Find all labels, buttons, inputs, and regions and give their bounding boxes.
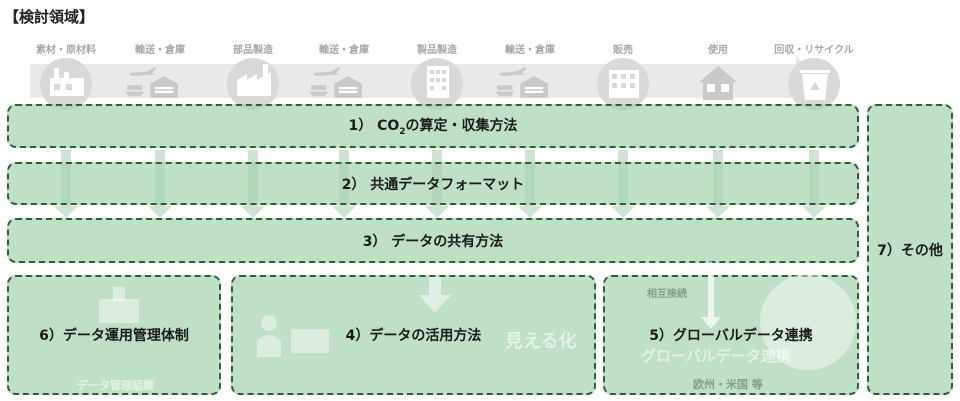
plane-ship-warehouse-icon — [494, 60, 548, 106]
plane-ship-warehouse-icon — [124, 60, 178, 106]
area-3-data-sharing: 3） データの共有方法 — [7, 218, 859, 263]
stage-label-transport-1: 輸送・倉庫 — [135, 45, 185, 56]
stage-label-parts: 部品製造 — [233, 45, 273, 56]
area-1-label: 1） CO2の算定・収集方法 — [348, 118, 518, 137]
stage-label-transport-2: 輸送・倉庫 — [319, 45, 369, 56]
area-1-co2-calculation: 1） CO2の算定・収集方法 — [7, 104, 859, 148]
bidirectional-arrow-icon — [701, 261, 721, 329]
area-3-label: 3） データの共有方法 — [362, 233, 504, 250]
area-5-label: 5）グローバルデータ連携 — [649, 328, 813, 344]
building-icon — [411, 60, 465, 106]
area-4-data-utilization: 4）データの活用方法 見える化 — [231, 275, 596, 395]
building-icon — [99, 287, 139, 323]
area-5-global-data-link: 相互接続 5）グローバルデータ連携 グローバルデータ連携 欧州・米国 等 — [603, 261, 859, 395]
visualize-label: 見える化 — [505, 331, 577, 352]
global-link-label: グローバルデータ連携 — [641, 347, 791, 365]
down-arrow-icon — [419, 277, 451, 313]
house-icon — [691, 60, 745, 106]
stage-label-transport-3: 輸送・倉庫 — [505, 45, 555, 56]
area-6-data-governance: 6）データ運用管理体制 データ管理組織 — [7, 275, 221, 395]
stage-label-sales: 販売 — [613, 45, 633, 56]
stage-label-materials: 素材・原材料 — [36, 45, 96, 56]
area-7-other: 7）その他 — [867, 104, 953, 395]
area-4-label: 4）データの活用方法 — [345, 328, 482, 344]
person-computer-icon — [257, 315, 329, 357]
globe-icon — [760, 274, 856, 370]
regions-label: 欧州・米国 等 — [693, 378, 763, 391]
plane-ship-warehouse-icon — [308, 60, 362, 106]
page-title: 【検討領域】 — [4, 8, 95, 26]
factory-icon — [227, 60, 281, 106]
area-7-label: 7）その他 — [877, 242, 943, 259]
interconnect-label: 相互接続 — [647, 289, 687, 300]
recycle-bin-icon — [788, 60, 842, 106]
stage-label-product: 製品製造 — [417, 45, 457, 56]
area-6-label: 6）データ運用管理体制 — [39, 328, 189, 344]
store-icon — [597, 60, 651, 106]
area-2-common-data-format: 2） 共通データフォーマット — [7, 162, 859, 205]
stage-label-use: 使用 — [708, 45, 728, 56]
stage-label-recycle: 回収・リサイクル — [774, 45, 854, 56]
factory-icon — [40, 60, 94, 106]
data-org-label: データ管理組織 — [77, 379, 154, 392]
area-2-label: 2） 共通データフォーマット — [341, 176, 525, 193]
